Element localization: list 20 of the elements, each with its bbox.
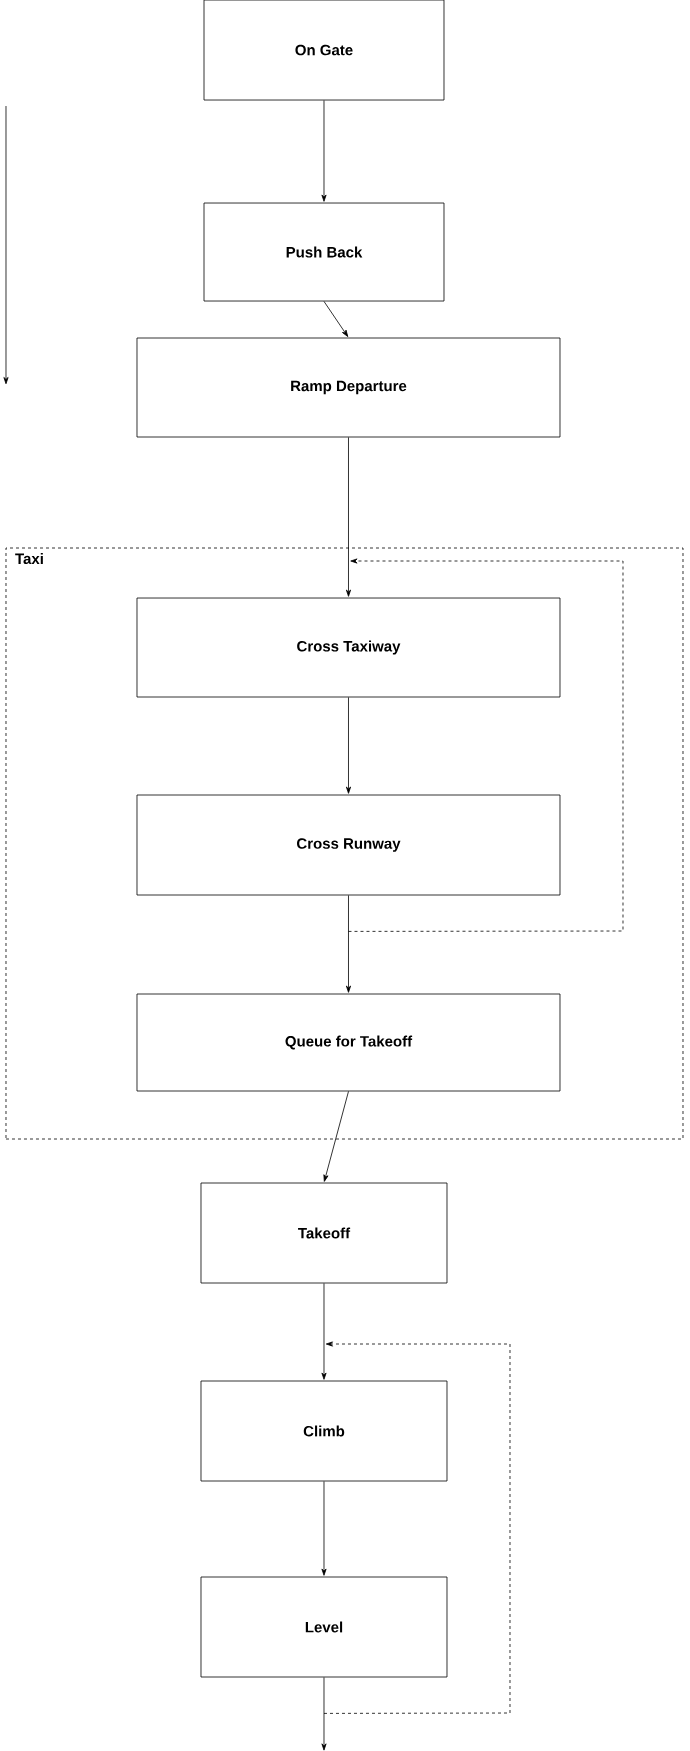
arrow [321, 1481, 327, 1576]
process-box: Cross Taxiway [136, 597, 561, 698]
arrow [321, 1283, 327, 1380]
arrow [345, 895, 351, 993]
arrow [348, 558, 624, 932]
arrow [321, 100, 327, 202]
arrow [323, 301, 349, 337]
process-box: Queue for Takeoff [136, 993, 561, 1092]
arrow [323, 1091, 349, 1182]
arrow [345, 697, 351, 794]
process-box: Cross Runway [136, 794, 561, 896]
arrow [345, 437, 351, 597]
process-box: Climb [200, 1380, 448, 1482]
process-box: Takeoff [200, 1182, 448, 1284]
process-box: Ramp Departure [136, 337, 561, 438]
arrow [321, 1677, 327, 1751]
process-box: Push Back [203, 202, 445, 302]
arrow [323, 1341, 511, 1714]
process-box: On Gate [203, 0, 445, 101]
process-box: Level [200, 1576, 448, 1678]
